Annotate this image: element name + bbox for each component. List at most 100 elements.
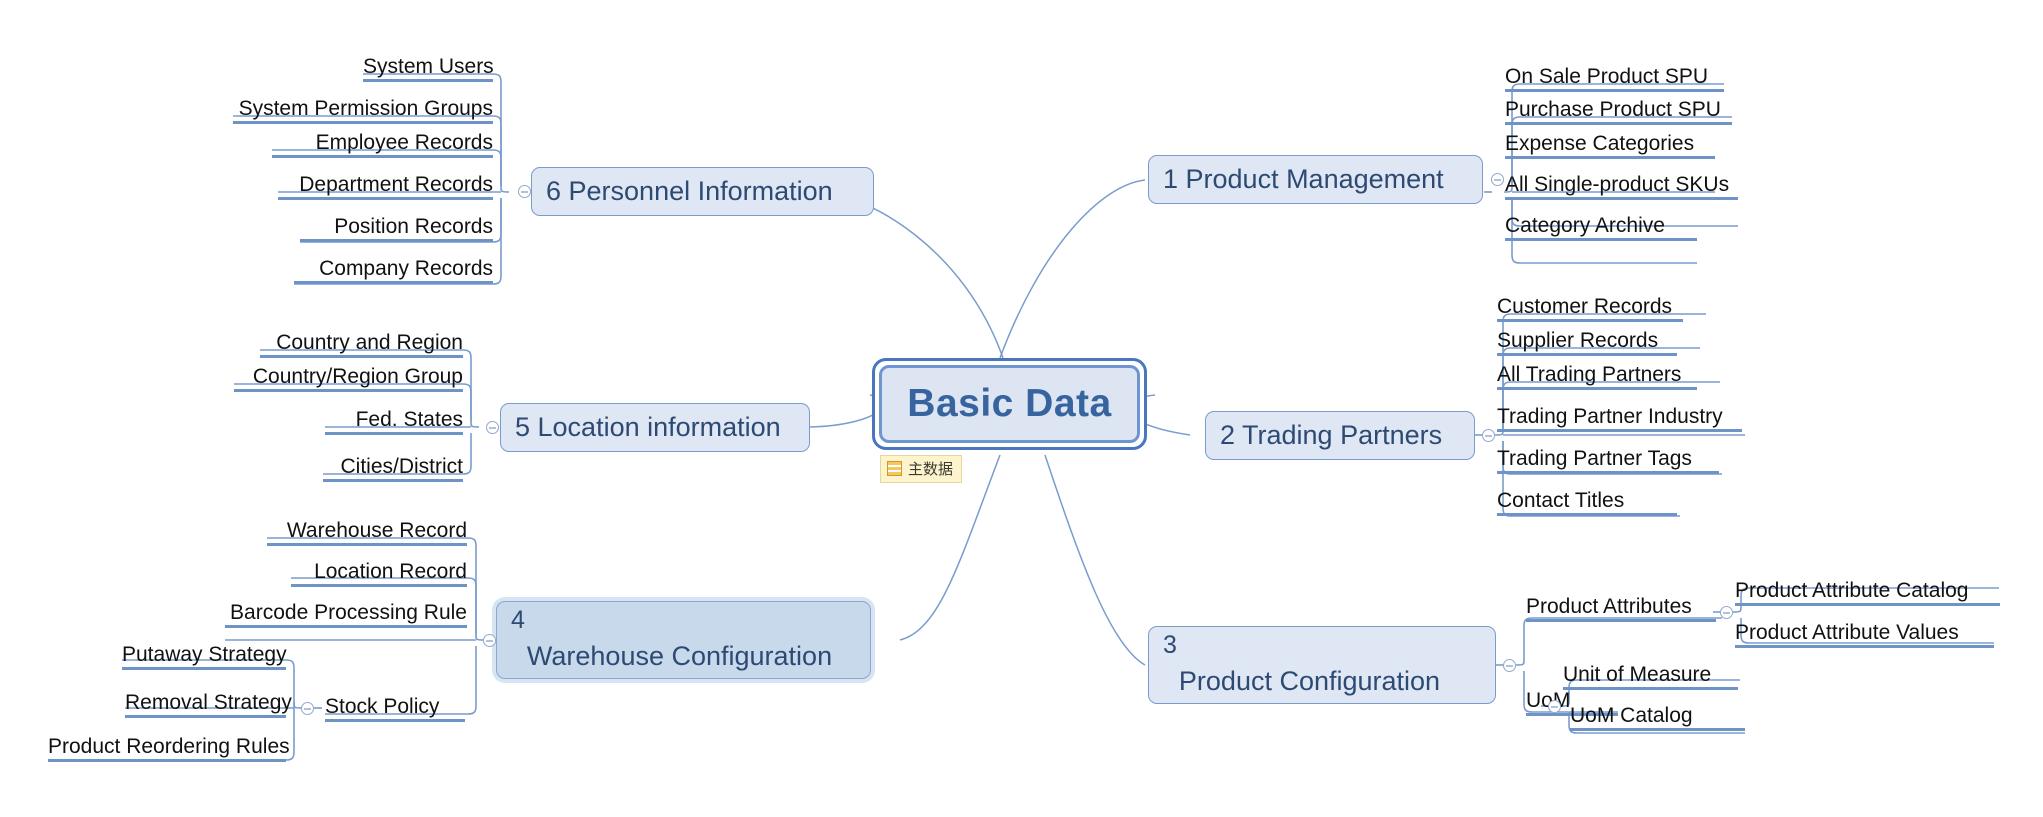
leaf-label: System Users — [363, 55, 494, 78]
collapse-toggle-warehouse-configuration[interactable] — [483, 634, 496, 647]
collapse-toggle-product-attributes[interactable] — [1720, 606, 1733, 619]
leaf-unit-of-measure[interactable]: Unit of Measure — [1563, 663, 1738, 690]
leaf-label: Customer Records — [1497, 295, 1673, 318]
leaf-label: Fed. States — [355, 408, 463, 431]
branch-location-information[interactable]: 5 Location information — [500, 403, 810, 452]
branch-trading-partners[interactable]: 2 Trading Partners — [1205, 411, 1475, 460]
leaf-system-permission-groups[interactable]: System Permission Groups — [233, 98, 493, 124]
leaf-employee-records[interactable]: Employee Records — [272, 132, 493, 158]
branch-product-management[interactable]: 1 Product Management — [1148, 155, 1483, 204]
collapse-toggle-product-management[interactable] — [1491, 173, 1504, 186]
collapse-toggle-location-information[interactable] — [486, 421, 499, 434]
leaf-underline — [278, 197, 493, 200]
leaf-all-trading-partners[interactable]: All Trading Partners — [1497, 364, 1697, 390]
leaf-underline — [1735, 645, 1994, 648]
root-note-text: 主数据 — [908, 461, 954, 478]
leaf-label: Department Records — [299, 173, 493, 196]
collapse-toggle-stock-policy[interactable] — [301, 702, 314, 715]
leaf-category-archive[interactable]: Category Archive — [1505, 214, 1697, 241]
leaf-underline — [48, 759, 286, 762]
leaf-country-region-group[interactable]: Country/Region Group — [234, 366, 463, 392]
leaf-department-records[interactable]: Department Records — [278, 174, 493, 200]
leaf-location-record[interactable]: Location Record — [291, 561, 467, 587]
collapse-toggle-personnel-information[interactable] — [518, 185, 531, 198]
leaf-purchase-product-spu[interactable]: Purchase Product SPU — [1505, 99, 1732, 125]
leaf-label: Supplier Records — [1497, 329, 1659, 352]
leaf-warehouse-record[interactable]: Warehouse Record — [267, 520, 467, 546]
leaf-label: Expense Categories — [1505, 132, 1695, 155]
root-note-badge[interactable]: 主数据 — [880, 455, 963, 483]
leaf-system-users[interactable]: System Users — [363, 55, 494, 82]
leaf-underline — [233, 121, 493, 124]
leaf-label: Location Record — [314, 560, 467, 583]
branch-warehouse-configuration-number: 4 — [511, 606, 525, 634]
collapse-toggle-uom[interactable] — [1548, 700, 1561, 713]
note-icon — [887, 461, 902, 476]
leaf-underline — [1497, 353, 1677, 356]
branch-warehouse-configuration-label: Warehouse Configuration — [526, 641, 833, 671]
leaf-underline — [325, 432, 463, 435]
leaf-underline — [1505, 197, 1738, 200]
leaf-underline — [125, 715, 286, 718]
leaf-country-and-region[interactable]: Country and Region — [260, 332, 463, 358]
leaf-product-attribute-catalog[interactable]: Product Attribute Catalog — [1735, 579, 2000, 606]
leaf-underline — [272, 155, 493, 158]
leaf-cities-district[interactable]: Cities/District — [323, 456, 463, 482]
leaf-product-reordering-rules[interactable]: Product Reordering Rules — [48, 736, 290, 762]
leaf-underline — [122, 667, 286, 670]
leaf-label: Product Attribute Catalog — [1735, 579, 1969, 602]
leaf-label: Country and Region — [276, 331, 463, 354]
collapse-toggle-trading-partners[interactable] — [1482, 429, 1495, 442]
midnode-stock-policy[interactable]: Stock Policy — [325, 696, 465, 722]
leaf-trading-partner-tags[interactable]: Trading Partner Tags — [1497, 448, 1719, 474]
leaf-position-records[interactable]: Position Records — [300, 216, 493, 242]
collapse-toggle-product-configuration[interactable] — [1503, 659, 1516, 672]
leaf-label: Product Attribute Values — [1735, 621, 1959, 644]
leaf-label: Category Archive — [1505, 214, 1665, 237]
leaf-company-records[interactable]: Company Records — [294, 258, 493, 284]
midnode-product-attributes[interactable]: Product Attributes — [1526, 595, 1716, 622]
leaf-label: Unit of Measure — [1563, 663, 1712, 686]
leaf-label: Employee Records — [315, 131, 493, 154]
branch-personnel-information[interactable]: 6 Personnel Information — [531, 167, 874, 216]
root-node-inner: Basic Data — [879, 365, 1140, 443]
leaf-product-attribute-values[interactable]: Product Attribute Values — [1735, 621, 1994, 648]
branch-product-configuration[interactable]: 3 Product Configuration — [1148, 626, 1496, 704]
leaf-underline — [267, 543, 467, 546]
root-node[interactable]: Basic Data — [872, 358, 1147, 450]
leaf-customer-records[interactable]: Customer Records — [1497, 295, 1683, 322]
leaf-all-single-product-skus[interactable]: All Single-product SKUs — [1505, 174, 1738, 200]
midnode-label: Product Attributes — [1526, 595, 1692, 618]
branch-warehouse-configuration[interactable]: 4 Warehouse Configuration — [496, 601, 871, 679]
leaf-label: System Permission Groups — [238, 97, 493, 120]
leaf-underline — [1735, 603, 2000, 606]
branch-personnel-information-label: 6 Personnel Information — [546, 176, 833, 206]
leaf-uom-catalog[interactable]: UoM Catalog — [1570, 705, 1745, 731]
leaf-putaway-strategy[interactable]: Putaway Strategy — [122, 644, 287, 670]
leaf-label: Trading Partner Industry — [1497, 405, 1723, 428]
branch-product-management-label: 1 Product Management — [1163, 164, 1444, 194]
leaf-label: Product Reordering Rules — [48, 735, 290, 758]
midnode-underline — [1526, 619, 1716, 622]
leaf-label: Cities/District — [340, 455, 463, 478]
leaf-label: Country/Region Group — [252, 365, 463, 388]
leaf-expense-categories[interactable]: Expense Categories — [1505, 132, 1715, 159]
leaf-removal-strategy[interactable]: Removal Strategy — [125, 692, 292, 718]
leaf-underline — [1497, 429, 1742, 432]
leaf-fed-states[interactable]: Fed. States — [325, 409, 463, 435]
leaf-underline — [300, 239, 493, 242]
leaf-supplier-records[interactable]: Supplier Records — [1497, 329, 1677, 356]
leaf-underline — [1505, 156, 1715, 159]
leaf-underline — [1505, 89, 1724, 92]
leaf-contact-titles[interactable]: Contact Titles — [1497, 490, 1677, 516]
leaf-barcode-processing-rule[interactable]: Barcode Processing Rule — [225, 602, 467, 628]
branch-product-configuration-label: Product Configuration — [1178, 666, 1441, 696]
leaf-label: Company Records — [319, 257, 493, 280]
leaf-underline — [1570, 728, 1745, 731]
leaf-underline — [1497, 387, 1697, 390]
leaf-trading-partner-industry[interactable]: Trading Partner Industry — [1497, 405, 1742, 432]
leaf-underline — [260, 355, 463, 358]
leaf-on-sale-product-spu[interactable]: On Sale Product SPU — [1505, 66, 1724, 92]
branch-location-information-label: 5 Location information — [515, 412, 781, 442]
